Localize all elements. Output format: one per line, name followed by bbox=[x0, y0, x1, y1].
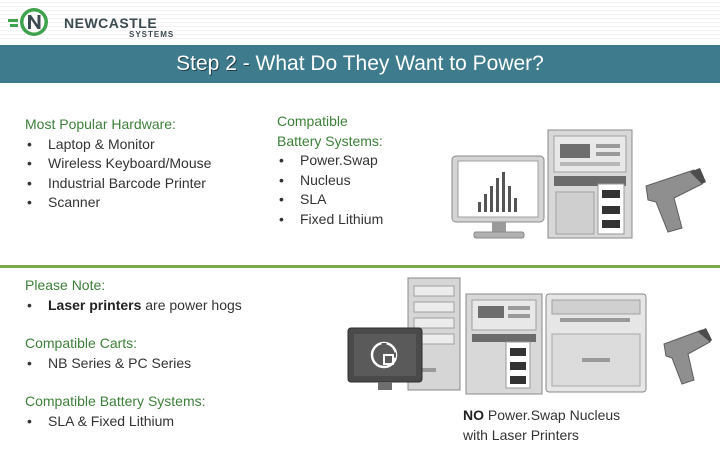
note-rest: are power hogs bbox=[141, 296, 242, 313]
note-list: Laser printers are power hogs bbox=[25, 296, 325, 316]
hardware-illustration-top bbox=[451, 129, 706, 239]
list-item-continuation: Nucleus bbox=[277, 171, 447, 191]
battery-top-heading-1: Compatible bbox=[277, 113, 348, 129]
list-item: Fixed Lithium bbox=[277, 210, 447, 230]
hardware-list: Laptop & Monitor Wireless Keyboard/Mouse… bbox=[25, 135, 275, 213]
battery-bottom-list: SLA & Fixed Lithium bbox=[25, 412, 325, 432]
warning-note: NO Power.Swap Nucleus with Laser Printer… bbox=[463, 405, 713, 445]
hardware-section: Most Popular Hardware: Laptop & Monitor … bbox=[25, 115, 275, 213]
brand-logo[interactable]: NEWCASTLE SYSTEMS bbox=[8, 6, 208, 39]
barcode-scanner-icon bbox=[663, 328, 712, 385]
monitor-icon bbox=[451, 155, 545, 239]
warning-line-1: NO Power.Swap Nucleus bbox=[463, 405, 713, 425]
note-heading: Please Note: bbox=[25, 277, 106, 293]
barcode-scanner-icon bbox=[645, 168, 706, 233]
carts-section: Compatible Carts: NB Series & PC Series bbox=[25, 334, 325, 373]
step-label: Step 2 - bbox=[176, 52, 250, 75]
list-item: SLA & Fixed Lithium bbox=[25, 412, 325, 432]
brand-name: NEWCASTLE bbox=[64, 15, 158, 31]
battery-top-list: Power.Swap Nucleus SLA Fixed Lithium bbox=[277, 151, 447, 229]
title-bar: Step 2 - What Do They Want to Power? bbox=[0, 45, 720, 83]
list-item: SLA bbox=[277, 190, 447, 210]
warning-line-2: with Laser Printers bbox=[463, 427, 579, 443]
industrial-printer-icon bbox=[547, 129, 633, 239]
hardware-heading: Most Popular Hardware: bbox=[25, 116, 176, 132]
hardware-illustration-bottom bbox=[347, 277, 712, 395]
list-item: NB Series & PC Series bbox=[25, 354, 325, 374]
page-title: What Do They Want to Power? bbox=[255, 52, 544, 75]
monitor-icon bbox=[347, 327, 423, 390]
list-item-text: Nucleus bbox=[300, 171, 351, 188]
warning-line-1-rest: Power.Swap Nucleus bbox=[484, 407, 621, 423]
header-strip: NEWCASTLE SYSTEMS bbox=[0, 0, 720, 42]
note-bold: Laser printers bbox=[48, 296, 142, 313]
battery-bottom-section: Compatible Battery Systems: SLA & Fixed … bbox=[25, 392, 325, 431]
carts-heading: Compatible Carts: bbox=[25, 335, 138, 351]
note-section: Please Note: Laser printers are power ho… bbox=[25, 276, 325, 315]
list-item: Laser printers are power hogs bbox=[25, 296, 325, 316]
section-divider bbox=[0, 265, 720, 268]
industrial-printer-icon bbox=[465, 293, 543, 395]
list-item: Industrial Barcode Printer bbox=[25, 174, 275, 194]
warning-bold: NO bbox=[463, 407, 484, 423]
battery-bottom-heading: Compatible Battery Systems: bbox=[25, 393, 206, 409]
battery-top-section: Compatible Battery Systems: Power.Swap N… bbox=[277, 112, 447, 229]
carts-list: NB Series & PC Series bbox=[25, 354, 325, 374]
list-item: Scanner bbox=[25, 193, 275, 213]
n-logo-icon bbox=[8, 8, 48, 36]
list-item: Power.Swap bbox=[277, 151, 447, 171]
battery-top-heading-2: Battery Systems: bbox=[277, 132, 383, 149]
laser-printer-icon bbox=[545, 293, 647, 393]
list-item: Laptop & Monitor bbox=[25, 135, 275, 155]
brand-sub: SYSTEMS bbox=[129, 30, 175, 39]
list-item: Wireless Keyboard/Mouse bbox=[25, 154, 275, 174]
